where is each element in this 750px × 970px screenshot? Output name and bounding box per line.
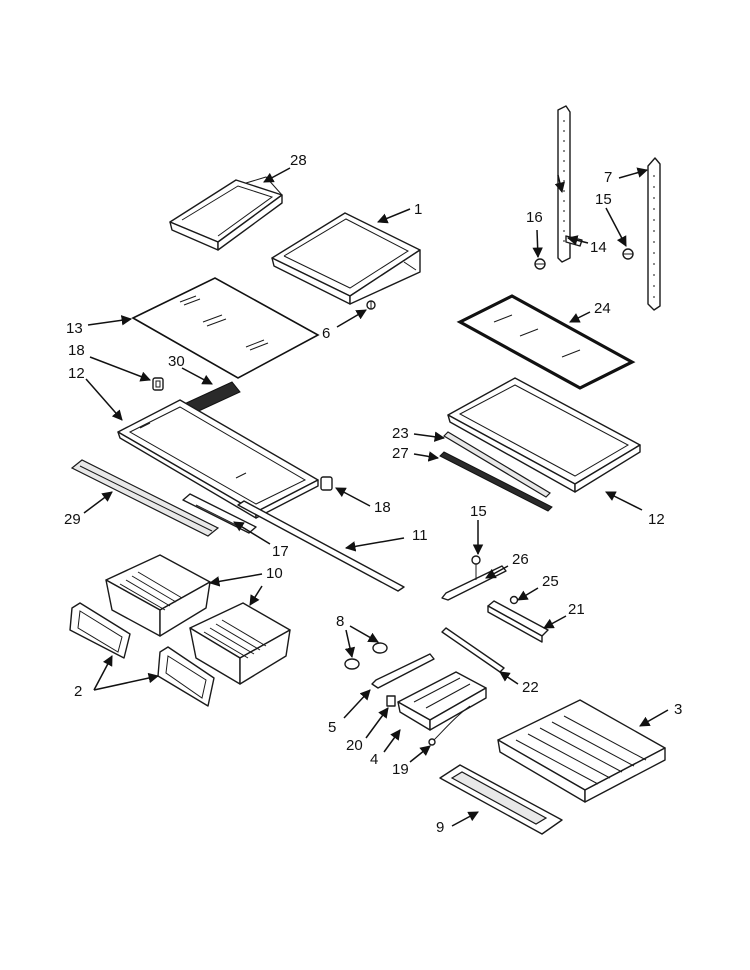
part-23-strip: [443, 431, 551, 498]
callout-4: 4: [370, 751, 378, 768]
callout-11: 11: [412, 527, 428, 544]
part-20-block: [386, 695, 396, 707]
part-25-clip: [509, 595, 519, 605]
callout-25: 25: [542, 573, 559, 590]
callout-15-lower: 15: [470, 503, 487, 520]
callout-13: 13: [66, 320, 83, 337]
callout-12-right: 12: [648, 511, 665, 528]
callout-14: 14: [590, 239, 607, 256]
part-3-tray: [497, 699, 666, 803]
part-11-rod: [237, 500, 405, 592]
callout-10: 10: [266, 565, 283, 582]
part-10-crisper-drawer-front: [189, 602, 291, 685]
part-13-glass-panel: [131, 277, 320, 379]
part-1-shelf: [271, 212, 421, 305]
callout-22: 22: [522, 679, 539, 696]
part-18-clip-right: [320, 476, 333, 491]
callout-28: 28: [290, 152, 307, 169]
callout-18-left: 18: [68, 342, 85, 359]
callout-9: 9: [436, 819, 444, 836]
callout-2: 2: [74, 683, 82, 700]
part-29-trim: [70, 459, 220, 537]
part-10-crisper-drawer-back: [105, 554, 211, 637]
callout-7: 7: [604, 169, 612, 186]
part-2-drawer-front-lower: [157, 646, 215, 707]
callout-24: 24: [594, 300, 611, 317]
part-8-roller-upper: [372, 642, 388, 654]
part-15-screw-upper: [622, 248, 634, 260]
part-7-rail: [647, 157, 661, 311]
callout-19: 19: [392, 761, 409, 778]
callout-3: 3: [674, 701, 682, 718]
callout-labels: 28 1 6 13 18 30 12 29 18 17 11 10 2 7 15…: [64, 152, 682, 836]
part-9-cover: [439, 764, 563, 835]
part-26-rail: [441, 555, 507, 601]
callout-30: 30: [168, 353, 185, 370]
callout-12-left: 12: [68, 365, 85, 382]
callout-15-upper: 15: [595, 191, 612, 208]
part-27-gasket: [439, 451, 553, 512]
callout-23: 23: [392, 425, 409, 442]
callout-1: 1: [414, 201, 422, 218]
part-5-slide: [371, 653, 435, 689]
part-2-drawer-front-upper: [69, 602, 131, 659]
part-8-roller-lower: [344, 658, 360, 670]
callout-20: 20: [346, 737, 363, 754]
leader-lines: [83, 167, 669, 827]
part-18-clip-left: [152, 377, 164, 391]
callout-16: 16: [526, 209, 543, 226]
callout-18-right: 18: [374, 499, 391, 516]
callout-26: 26: [512, 551, 529, 568]
part-16-screw: [534, 258, 546, 270]
part-12-shelf-frame-left: [117, 399, 319, 519]
callout-6: 6: [322, 325, 330, 342]
part-21-bracket: [487, 600, 549, 643]
callout-21: 21: [568, 601, 585, 618]
part-28-shelf-bin: [169, 176, 283, 251]
part-6-screw: [366, 300, 376, 310]
callout-17: 17: [272, 543, 289, 560]
part-24-glass-panel: [456, 294, 636, 390]
part-4-housing: [397, 671, 487, 731]
part-22-rail: [441, 627, 505, 673]
callout-5: 5: [328, 719, 336, 736]
part-19-wire: [428, 705, 471, 746]
callout-8: 8: [336, 613, 344, 630]
callout-27: 27: [392, 445, 409, 462]
callout-29: 29: [64, 511, 81, 528]
part-12-shelf-frame-right: [447, 377, 641, 493]
